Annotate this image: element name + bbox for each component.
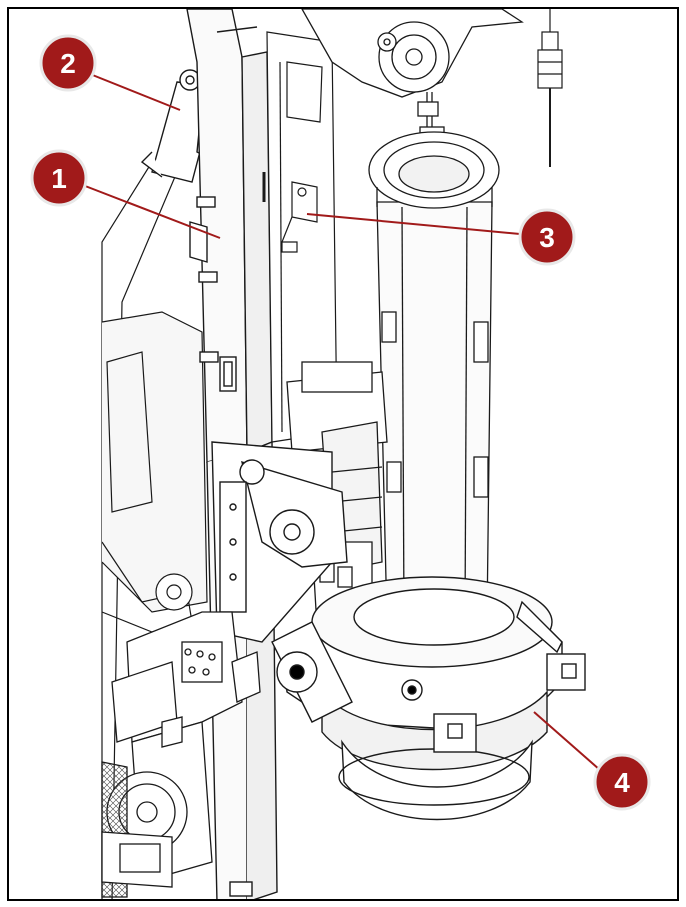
callout-marker-4 xyxy=(593,753,651,811)
diagram-frame: 1 2 3 4 xyxy=(7,7,679,901)
leader-line-2 xyxy=(89,73,181,111)
hanging-hook xyxy=(537,9,563,167)
leader-line-1 xyxy=(79,183,221,239)
casing-tube xyxy=(368,131,500,623)
callout-2: 2 xyxy=(39,34,181,111)
lower-machinery xyxy=(101,611,261,898)
callout-marker-2 xyxy=(39,34,97,92)
casing-oscillator-ring-4 xyxy=(271,576,586,821)
technical-drawing: 1 2 3 4 xyxy=(30,9,651,899)
callout-marker-3 xyxy=(518,208,576,266)
carriage-frame xyxy=(211,441,348,643)
leader-line-4 xyxy=(533,711,601,771)
callout-1: 1 xyxy=(30,149,221,239)
callout-label-2: 2 xyxy=(60,48,76,79)
callout-label-3: 3 xyxy=(539,222,555,253)
callout-4: 4 xyxy=(533,711,651,811)
callout-label-4: 4 xyxy=(614,767,630,798)
mast-rail xyxy=(266,31,338,443)
leader-line-3 xyxy=(306,213,521,235)
callout-3: 3 xyxy=(306,208,576,266)
callout-marker-1 xyxy=(30,149,88,207)
callout-label-1: 1 xyxy=(51,163,67,194)
